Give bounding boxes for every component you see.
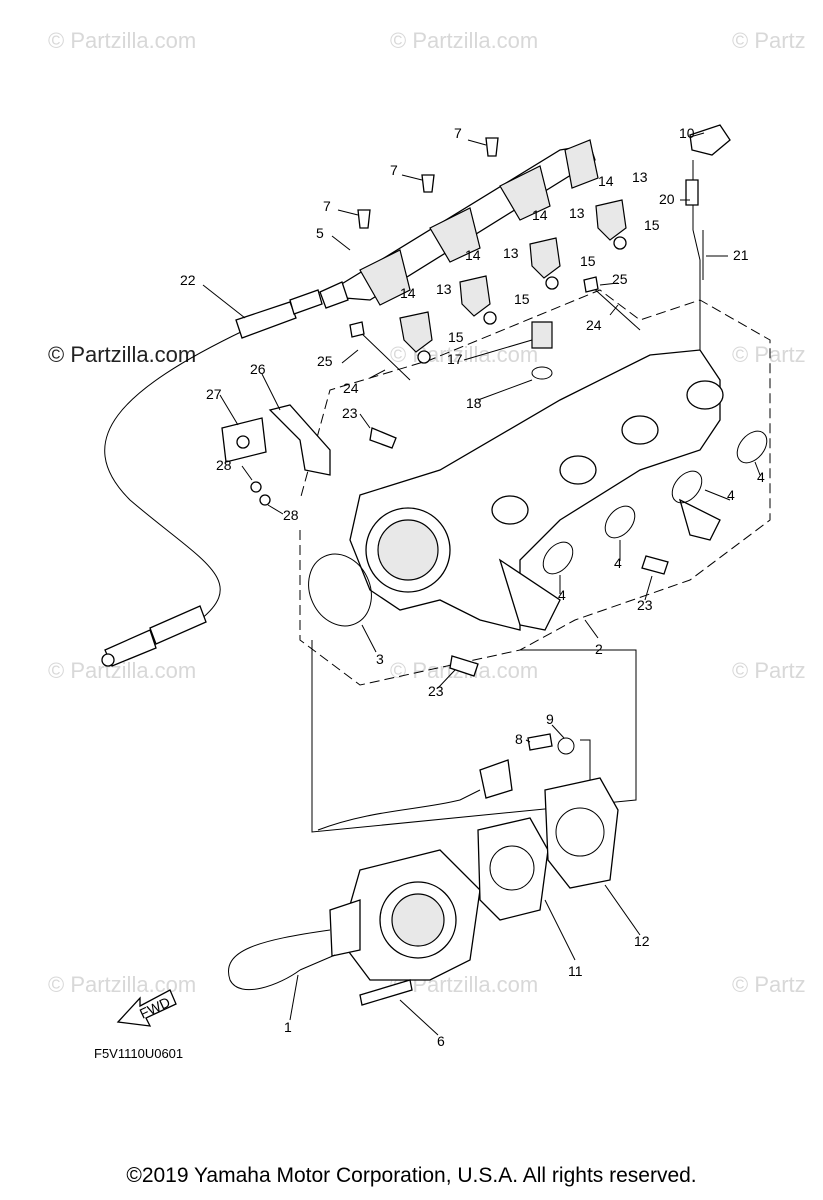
intake-manifold [349, 349, 724, 631]
bolts-7 [357, 137, 499, 229]
callout-24: 24 [343, 380, 359, 396]
stud-bolts [349, 276, 641, 381]
callout-4: 4 [558, 587, 566, 603]
callout-24: 24 [586, 317, 602, 333]
callout-28: 28 [216, 457, 232, 473]
callout-13: 13 [632, 169, 648, 185]
callout-22: 22 [180, 272, 196, 288]
fuel-rail [319, 139, 599, 309]
watermark: © Partz [732, 658, 806, 683]
callout-9: 9 [546, 711, 554, 727]
watermark: © Partzilla.com [48, 342, 196, 367]
callout-27: 27 [206, 386, 222, 402]
manifold-assembly-outline [299, 289, 771, 686]
callout-14: 14 [598, 173, 614, 189]
callout-4: 4 [727, 487, 735, 503]
callout-25: 25 [612, 271, 628, 287]
parts-diagram: © Partzilla.com © Partzilla.com © Partz … [48, 28, 806, 1061]
watermarks: © Partzilla.com © Partzilla.com © Partz … [48, 28, 806, 997]
callout-11: 11 [568, 963, 583, 979]
copyright-notice: ©2019 Yamaha Motor Corporation, U.S.A. A… [126, 1164, 697, 1187]
callout-14: 14 [532, 207, 548, 223]
callout-7: 7 [390, 162, 398, 178]
callout-7: 7 [454, 125, 462, 141]
callout-20: 20 [659, 191, 675, 207]
callouts: 7 7 7 5 10 20 21 22 13 14 13 14 15 13 14… [180, 125, 765, 1049]
o-rings [308, 430, 768, 627]
callout-15: 15 [580, 253, 596, 269]
leader-lines [202, 132, 761, 1036]
callout-2: 2 [595, 641, 603, 657]
callout-3: 3 [376, 651, 384, 667]
callout-8: 8 [515, 731, 523, 747]
callout-26: 26 [250, 361, 266, 377]
callout-18: 18 [466, 395, 482, 411]
watermark: © Partz [732, 342, 806, 367]
callout-17: 17 [447, 351, 463, 367]
brackets [221, 404, 331, 506]
callout-14: 14 [465, 247, 481, 263]
gaskets [477, 777, 619, 921]
callout-4: 4 [614, 555, 622, 571]
callout-7: 7 [323, 198, 331, 214]
callout-4: 4 [757, 469, 765, 485]
callout-1: 1 [284, 1019, 292, 1035]
callout-23: 23 [428, 683, 444, 699]
callout-13: 13 [436, 281, 452, 297]
callout-5: 5 [316, 225, 324, 241]
callout-15: 15 [514, 291, 530, 307]
diagram-code: F5V1110U0601 [94, 1046, 183, 1061]
pressure-sensor [685, 124, 731, 350]
callout-25: 25 [317, 353, 333, 369]
callout-12: 12 [634, 933, 650, 949]
watermark: © Partzilla.com [390, 28, 538, 53]
sensor-17 [531, 321, 553, 380]
throttle-body [228, 759, 513, 990]
watermark: © Partzilla.com [48, 972, 196, 997]
wiring-harness [101, 289, 323, 667]
callout-23: 23 [342, 405, 358, 421]
fuel-injectors [399, 199, 627, 364]
callout-15: 15 [448, 329, 464, 345]
watermark: © Partzilla.com [48, 28, 196, 53]
callout-21: 21 [733, 247, 749, 263]
watermark: © Partz [732, 28, 806, 53]
fwd-label: FWD [137, 994, 173, 1022]
callout-6: 6 [437, 1033, 445, 1049]
bolts-lower [359, 733, 575, 1006]
callout-15: 15 [644, 217, 660, 233]
watermark: © Partz [732, 972, 806, 997]
callout-23: 23 [637, 597, 653, 613]
bolts-23 [369, 427, 669, 677]
callout-13: 13 [503, 245, 519, 261]
callout-28: 28 [283, 507, 299, 523]
callout-14: 14 [400, 285, 416, 301]
callout-10: 10 [679, 125, 695, 141]
callout-13: 13 [569, 205, 585, 221]
